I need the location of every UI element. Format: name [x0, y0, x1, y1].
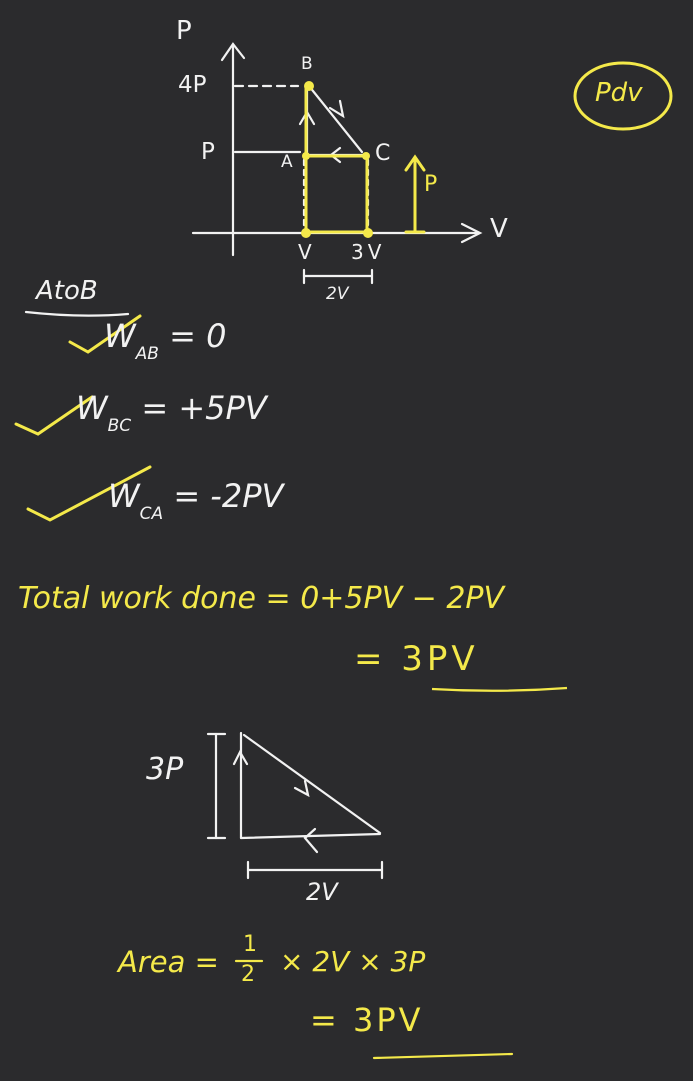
point-a-label: A	[281, 152, 293, 172]
w-ab-subscript: AB	[135, 344, 159, 364]
area-fraction-denominator: 2	[241, 962, 255, 987]
dot-3v	[363, 228, 373, 238]
tick-3v-label: 3V	[351, 240, 386, 264]
triangle-height-label: 3P	[146, 752, 184, 787]
dot-a	[302, 152, 310, 160]
w-bc-subscript: BC	[107, 416, 132, 436]
w-ab-value: = 0	[169, 317, 227, 355]
tick-4p-label: 4P	[178, 72, 207, 98]
check-mark-wbc	[14, 395, 94, 436]
total-work-result: = 3PV	[354, 639, 479, 679]
w-ca-row: WCA = -2PV	[108, 477, 284, 523]
triangle-base	[239, 832, 382, 840]
w-ab-row: WAB = 0	[104, 317, 227, 363]
tick-p-label: P	[201, 139, 215, 165]
w-bc-value: = +5PV	[141, 389, 267, 427]
area-result: = 3PV	[310, 1001, 424, 1039]
area-rhs: × 2V × 3P	[280, 945, 426, 978]
w-ca-symbol: W	[108, 477, 140, 515]
underline-total	[431, 686, 568, 692]
tick-v-label: V	[298, 240, 312, 264]
height-p-label: P	[424, 172, 438, 197]
p-axis-arrowhead	[220, 42, 246, 62]
pdv-note: Pdv	[595, 78, 643, 108]
dot-b	[304, 81, 314, 91]
underline-atob	[24, 310, 130, 317]
area-fraction-numerator: 1	[243, 932, 257, 957]
line-bc	[307, 84, 364, 154]
arrow-on-bc	[328, 99, 345, 119]
triangle-hypotenuse	[242, 733, 382, 835]
a-to-b-heading: AtoB	[36, 276, 98, 306]
w-ca-value: = -2PV	[173, 477, 284, 515]
v-axis-arrowhead	[460, 222, 483, 244]
width-2v-label: 2V	[326, 284, 349, 304]
triangle-arrow-base	[303, 827, 319, 854]
check-mark-wab	[68, 314, 142, 354]
total-work-line: Total work done = 0+5PV − 2PV	[18, 581, 505, 616]
dot-c	[362, 152, 370, 160]
point-b-label: B	[301, 54, 313, 74]
w-bc-row: WBC = +5PV	[76, 389, 267, 435]
area-lhs: Area =	[118, 945, 219, 979]
w-ab-symbol: W	[104, 317, 136, 355]
triangle-arrow-hyp	[293, 779, 310, 798]
p-axis-label: P	[176, 16, 192, 46]
point-c-label: C	[375, 141, 391, 166]
pdv-circle	[573, 61, 673, 131]
v-axis-label: V	[490, 214, 508, 244]
w-bc-symbol: W	[76, 389, 108, 427]
underline-area	[372, 1052, 514, 1060]
check-mark-wca	[26, 465, 152, 522]
dot-v	[301, 228, 311, 238]
w-ca-subscript: CA	[139, 504, 164, 524]
triangle-base-label: 2V	[306, 878, 338, 906]
